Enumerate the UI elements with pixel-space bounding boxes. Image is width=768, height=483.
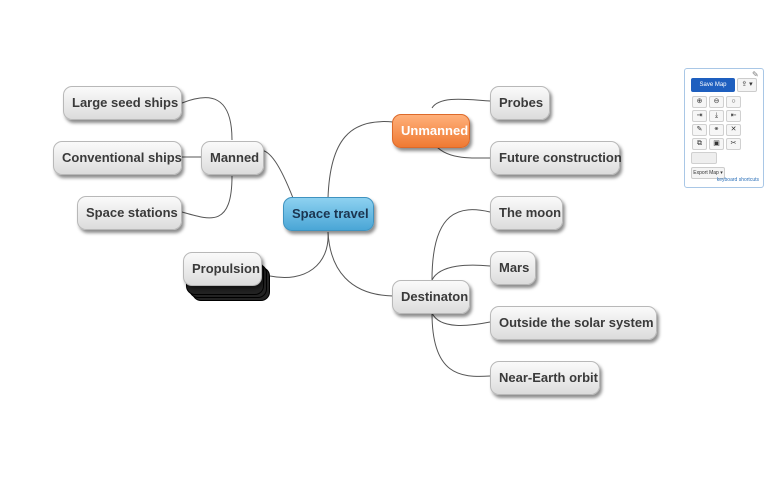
- node-mars[interactable]: Mars: [490, 251, 536, 285]
- node-manned[interactable]: Manned: [201, 141, 264, 175]
- zoom-in-icon[interactable]: ⊕: [692, 96, 707, 108]
- delete-icon[interactable]: ✕: [726, 124, 741, 136]
- node-the-moon[interactable]: The moon: [490, 196, 563, 230]
- node-future-construction[interactable]: Future construction: [490, 141, 622, 175]
- cut-icon[interactable]: ✂: [726, 138, 741, 150]
- zoom-out-icon[interactable]: ⊖: [709, 96, 724, 108]
- node-probes[interactable]: Probes: [490, 86, 550, 120]
- keyboard-shortcuts-link[interactable]: keyboard shortcuts: [716, 177, 759, 183]
- reset-zoom-icon[interactable]: ○: [726, 96, 741, 108]
- node-space-travel[interactable]: Space travel: [283, 197, 374, 231]
- link-icon[interactable]: ⚭: [709, 124, 724, 136]
- edge-dest-near: [431, 312, 491, 377]
- undo-icon[interactable]: ⇤: [726, 110, 741, 122]
- color-swatch-button[interactable]: [691, 152, 717, 164]
- edge-dest-moon: [431, 209, 491, 281]
- edge-manned-seed: [181, 97, 233, 141]
- export-map-dropdown[interactable]: Export Map ▾: [691, 167, 725, 179]
- node-unmanned[interactable]: Unmanned: [392, 114, 470, 148]
- node-space-stations[interactable]: Space stations: [77, 196, 182, 230]
- edge-manned-stations: [181, 175, 233, 219]
- edge-root-propulsion: [269, 231, 329, 278]
- edge-root-unmanned: [327, 121, 394, 199]
- map-toolbar: ✎ Save Map ⇪ ▾ ⊕ ⊖ ○ ⇥ ⤓ ⇤ ✎ ⚭ ✕ ⧉ ▣ ✂ E…: [684, 68, 764, 188]
- pin-icon[interactable]: ✎: [752, 70, 759, 79]
- node-large-seed-ships[interactable]: Large seed ships: [63, 86, 182, 120]
- share-dropdown-button[interactable]: ⇪ ▾: [737, 78, 757, 92]
- expand-icon[interactable]: ⇥: [692, 110, 707, 122]
- node-conventional-ships[interactable]: Conventional ships: [53, 141, 182, 175]
- edit-icon[interactable]: ✎: [692, 124, 707, 136]
- node-propulsion[interactable]: Propulsion: [183, 252, 262, 286]
- node-destination[interactable]: Destinaton: [392, 280, 470, 314]
- paste-icon[interactable]: ▣: [709, 138, 724, 150]
- edge-dest-outside: [431, 312, 491, 326]
- save-map-button[interactable]: Save Map: [691, 78, 735, 92]
- edge-root-manned: [259, 149, 294, 199]
- node-outside-solar-system[interactable]: Outside the solar system: [490, 306, 657, 340]
- edge-unmanned-probes: [431, 98, 491, 109]
- node-near-earth-orbit[interactable]: Near-Earth orbit: [490, 361, 600, 395]
- edge-dest-mars: [431, 264, 491, 281]
- copy-icon[interactable]: ⧉: [692, 138, 707, 150]
- collapse-icon[interactable]: ⤓: [709, 110, 724, 122]
- edge-root-destination: [327, 231, 394, 297]
